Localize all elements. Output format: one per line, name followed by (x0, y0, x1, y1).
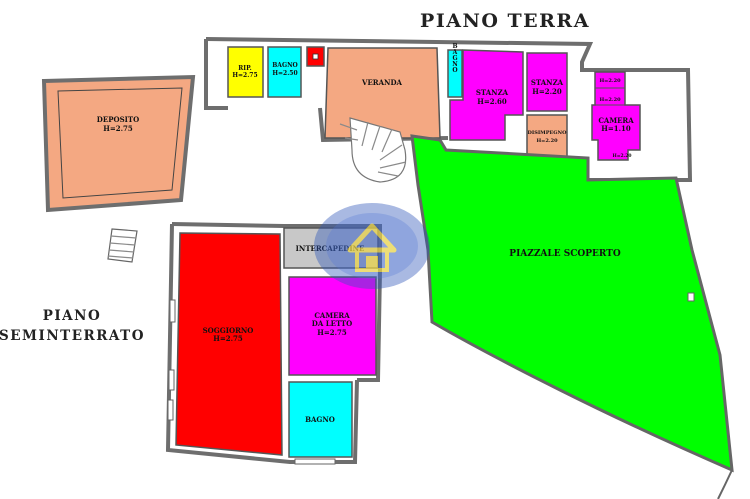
rip-height: H=2.75 (232, 72, 257, 79)
piazzale-label: PIAZZALE SCOPERTO (509, 249, 621, 259)
stanza-1-label: STANZA (476, 88, 509, 97)
title-piano-seminterrato-line1: PIANO (43, 308, 102, 324)
soggiorno-label: SOGGIORNO (203, 326, 254, 335)
room-bagno-terra: BAGNO H=2.50 (267, 46, 302, 98)
area-piazzale-scoperto: PIAZZALE SCOPERTO (410, 134, 734, 499)
intercapedine-label: INTERCAPEDINE (296, 244, 365, 253)
title-piano-seminterrato-line2: SEMINTERRATO (0, 328, 145, 344)
rip-label: RIP. (238, 65, 251, 72)
room-bagno-seminterrato: BAGNO (288, 381, 353, 458)
room-disimpegno: DISIMPEGNO H=2.20 (526, 114, 568, 158)
veranda-label: VERANDA (361, 78, 402, 87)
stanza-2-height: H=2.20 (532, 87, 562, 96)
room-camera: H=2.20 H=2.20 CAMERA H=1.10 H=2.20 (591, 71, 641, 161)
room-stanza-2: STANZA H=2.20 (526, 52, 568, 112)
camera-letto-height: H=2.75 (317, 328, 347, 337)
exterior-stair-left (107, 228, 138, 263)
soggiorno-height: H=2.75 (213, 334, 243, 343)
room-bagno-vertical: BAGNO (447, 43, 463, 98)
small-red-block-inner (312, 53, 319, 60)
camera-height-bottom: H=2.20 (613, 153, 632, 159)
camera-letto-line1: CAMERA (314, 311, 350, 320)
title-piano-terra: PIANO TERRA (420, 10, 590, 32)
camera-height-mid: H=2.20 (599, 97, 621, 103)
bagno-semi-label: BAGNO (305, 415, 335, 424)
room-deposito: DEPOSITO H=2.75 (41, 74, 196, 213)
disimpegno-height: H=2.20 (536, 138, 558, 144)
camera-label: CAMERA (598, 116, 634, 125)
bagno-terra-height: H=2.50 (272, 70, 297, 77)
room-rip: RIP. H=2.75 (227, 46, 264, 98)
stanza-2-label: STANZA (531, 78, 564, 87)
deposito-label: DEPOSITO (97, 115, 139, 124)
veranda-stair (339, 117, 407, 183)
bagno-vertical-label: BAGNO (451, 43, 458, 73)
soggiorno-windows (167, 299, 176, 421)
room-veranda: VERANDA (324, 47, 441, 139)
room-soggiorno: SOGGIORNO H=2.75 (175, 232, 283, 456)
deposito-height: H=2.75 (103, 124, 133, 133)
camera-height-top: H=2.20 (599, 78, 621, 84)
bagno-window (294, 458, 336, 465)
camera-letto-line2: DA LETTO (312, 319, 352, 328)
camera-height: H=1.10 (601, 124, 631, 133)
bagno-terra-label: BAGNO (272, 62, 298, 69)
stanza-1-height: H=2.60 (477, 97, 507, 106)
disimpegno-label: DISIMPEGNO (528, 130, 568, 136)
house-logo-icon (314, 203, 430, 289)
room-camera-da-letto: CAMERA DA LETTO H=2.75 (288, 276, 377, 376)
room-stanza-1: STANZA H=2.60 (449, 49, 524, 141)
